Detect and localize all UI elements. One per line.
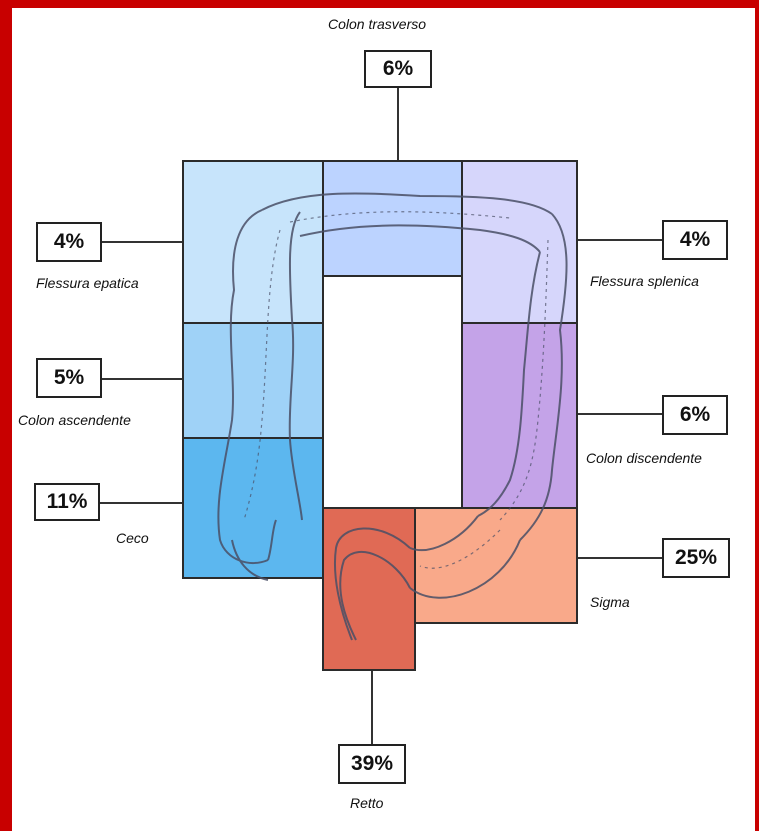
percent-sigma: 25% bbox=[662, 538, 730, 578]
frame-right-border bbox=[755, 0, 759, 831]
connector-ceco bbox=[100, 502, 182, 504]
connector-epatica bbox=[102, 241, 182, 243]
region-flessura-splenica bbox=[461, 160, 578, 324]
connector-ascendente bbox=[102, 378, 182, 380]
label-colon-ascendente: Colon ascendente bbox=[18, 412, 131, 428]
connector-retto bbox=[371, 671, 373, 744]
region-flessura-epatica bbox=[182, 160, 324, 324]
frame-left-border bbox=[0, 0, 12, 831]
label-colon-trasverso: Colon trasverso bbox=[328, 16, 427, 32]
region-colon-ascendente bbox=[182, 322, 324, 439]
region-sigma bbox=[414, 507, 578, 624]
label-flessura-epatica: Flessura epatica bbox=[36, 275, 139, 291]
percent-flessura-splenica: 4% bbox=[662, 220, 728, 260]
connector-trasverso bbox=[397, 88, 399, 160]
percent-colon-discendente: 6% bbox=[662, 395, 728, 435]
label-flessura-splenica: Flessura splenica bbox=[590, 273, 699, 289]
connector-discendente bbox=[578, 413, 662, 415]
frame-top-border bbox=[0, 0, 759, 8]
percent-ceco: 11% bbox=[34, 483, 100, 521]
percent-flessura-epatica: 4% bbox=[36, 222, 102, 262]
label-sigma: Sigma bbox=[590, 594, 630, 610]
percent-retto: 39% bbox=[338, 744, 406, 784]
region-colon-discendente bbox=[461, 322, 578, 509]
label-retto: Retto bbox=[350, 795, 384, 811]
connector-sigma bbox=[578, 557, 662, 559]
percent-colon-trasverso: 6% bbox=[364, 50, 432, 88]
connector-splenica bbox=[578, 239, 662, 241]
label-colon-discendente: Colon discendente bbox=[586, 450, 702, 466]
percent-colon-ascendente: 5% bbox=[36, 358, 102, 398]
label-ceco: Ceco bbox=[116, 530, 149, 546]
